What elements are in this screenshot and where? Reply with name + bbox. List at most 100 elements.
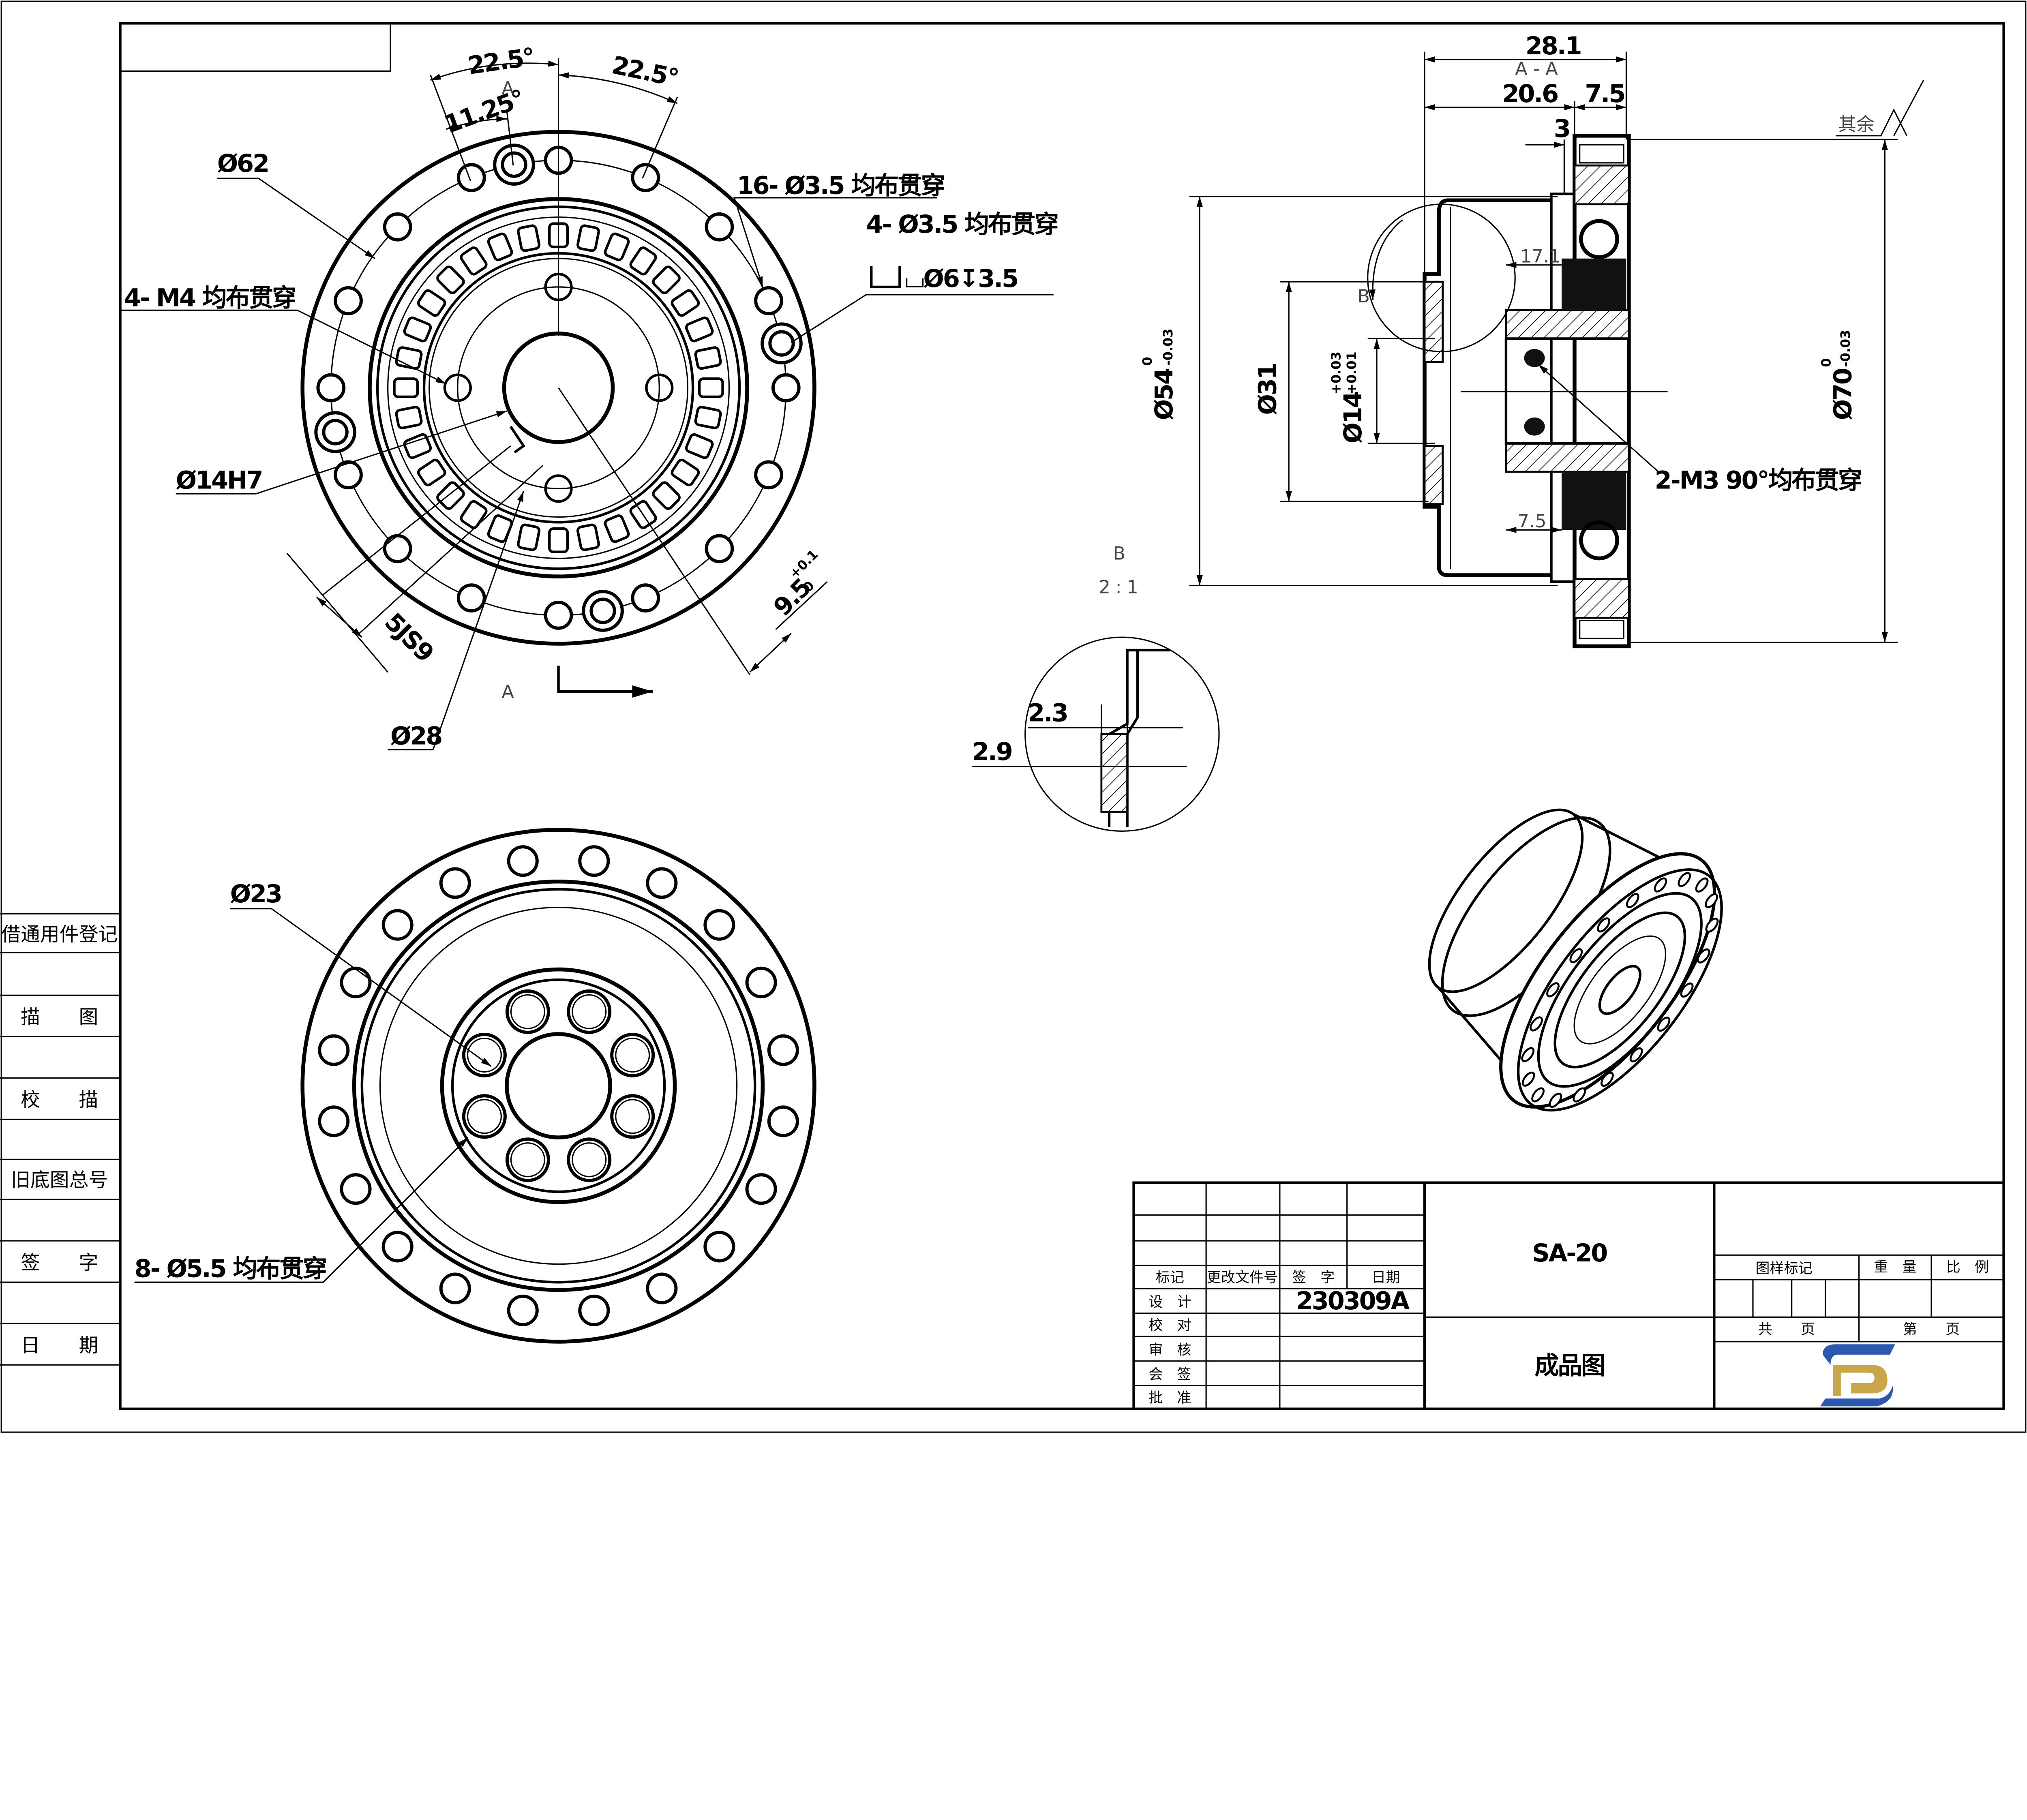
through-hole: [705, 212, 734, 242]
through-hole: [381, 1231, 414, 1263]
bearing-ball: [1579, 219, 1619, 259]
label-approve: 批 准: [1148, 1390, 1191, 1406]
mounting-hole-inner: [615, 1037, 650, 1073]
bearing-roller: [698, 377, 724, 398]
sidebar-check-trace: 校 描: [21, 1089, 98, 1111]
mounting-hole-inner: [510, 994, 545, 1029]
mounting-hole-inner: [467, 1037, 502, 1073]
through-hole: [771, 373, 801, 403]
dia-14-label: Ø14: [1339, 392, 1367, 443]
through-hole: [456, 583, 486, 613]
company-logo: [1820, 1344, 1895, 1407]
label-countersign: 会 签: [1148, 1366, 1191, 1383]
length-3: 3: [1554, 115, 1570, 143]
bearing-roller: [395, 346, 423, 370]
m3-holes-label: 2-M3 90°均布贯穿: [1655, 466, 1861, 495]
back-view: Ø23 8- Ø5.5 均布贯穿: [135, 828, 816, 1344]
m3-hole: [1524, 349, 1545, 367]
through-hole: [318, 1034, 350, 1066]
label-weight: 重 量: [1874, 1259, 1916, 1276]
through-hole: [578, 845, 610, 877]
bearing-roller: [685, 433, 714, 459]
part-number: SA-20: [1532, 1239, 1607, 1268]
detail-ref-b: B: [1357, 286, 1370, 307]
dia-70-tol-lower: -0.03: [1838, 330, 1853, 367]
top-left-box: [120, 23, 391, 72]
iso-hole: [1549, 1092, 1562, 1108]
angle-11-25: 11.25°: [441, 84, 527, 139]
dia-62-label: Ø62: [217, 150, 268, 178]
through-hole: [578, 1294, 610, 1326]
through-hole: [754, 286, 783, 315]
iso-hole: [1569, 948, 1583, 964]
iso-hole: [1531, 1087, 1545, 1103]
through-hole: [340, 966, 372, 998]
dia-23-label: Ø23: [230, 880, 281, 908]
label-scale: 比 例: [1946, 1259, 1989, 1276]
iso-hole: [1678, 872, 1691, 887]
through-hole: [316, 373, 346, 403]
sidebar-signature: 签 字: [21, 1252, 98, 1274]
through-hole: [334, 460, 363, 490]
iso-hole: [1629, 1047, 1643, 1062]
sidebar-borrow-register: 借通用件登记: [1, 923, 118, 946]
through-hole: [646, 867, 678, 899]
dia-54-tol-lower: -0.03: [1160, 329, 1176, 366]
bearing-roller: [671, 458, 700, 486]
drawing-sheet: 借通用件登记 描 图 校 描 旧底图总号 签 字 日 期 22.5° 22.: [0, 0, 2027, 1433]
title-block: 标记 更改文件号 签 字 日期 设 计 230309A 校 对 审 核 会 签 …: [1132, 1181, 2005, 1410]
m4-hole: [443, 373, 472, 402]
iso-hole: [1597, 917, 1610, 933]
header-mark: 标记: [1156, 1269, 1184, 1286]
holes-4-label: 4- Ø3.5 均布贯穿: [866, 210, 1057, 239]
bearing-roller: [393, 377, 419, 398]
bearing-roller: [403, 316, 432, 343]
through-hole: [631, 163, 660, 193]
label-design: 设 计: [1148, 1294, 1191, 1310]
detail-view-b: B 2:1 2.3 2.9: [972, 543, 1220, 832]
dia-70-label: Ø70: [1829, 368, 1857, 420]
bearing-roller: [460, 500, 488, 529]
dia-28-label: Ø28: [390, 722, 441, 751]
through-hole: [767, 1105, 799, 1137]
through-hole: [745, 966, 777, 998]
mounting-hole-inner: [467, 1099, 502, 1134]
through-hole: [754, 460, 783, 490]
bearing-roller: [694, 346, 722, 370]
bearing-roller: [652, 481, 681, 510]
length-7-5-inner: 7.5: [1518, 511, 1547, 532]
bearing-roller: [487, 232, 513, 261]
iso-hole: [1695, 877, 1709, 893]
length-7-5: 7.5: [1585, 80, 1624, 108]
label-total-pages: 共 页: [1758, 1321, 1815, 1338]
length-20-6: 20.6: [1502, 80, 1558, 108]
surface-finish-note: 其余: [1838, 114, 1874, 135]
header-change-doc: 更改文件号: [1207, 1269, 1278, 1286]
through-hole: [544, 600, 573, 630]
bearing-roller: [604, 232, 630, 261]
dia-54-label: Ø54: [1150, 368, 1178, 420]
bearing-roller: [694, 406, 722, 430]
angle-22-5-right: 22.5°: [609, 51, 680, 93]
counterbore-hole-inner: [589, 597, 616, 624]
mounting-hole-inner: [572, 994, 607, 1029]
drawing-frame: [119, 22, 2005, 1410]
sheet-edge: [0, 0, 2027, 1433]
dia-70-tol-upper: 0: [1818, 358, 1834, 367]
iso-hole: [1654, 877, 1667, 893]
iso-hole: [1521, 1047, 1535, 1062]
dia-54-tol-upper: 0: [1140, 357, 1155, 366]
bearing-roller: [417, 289, 446, 317]
through-hole: [383, 212, 412, 242]
bearing-roller: [548, 527, 569, 553]
label-page-no: 第 页: [1903, 1321, 1960, 1338]
length-17-1: 17.1: [1520, 246, 1560, 267]
through-hole: [507, 1294, 539, 1326]
keyway-width-label: 5JS9: [379, 608, 439, 667]
counterbore-hole-inner: [501, 151, 527, 178]
label-review: 审 核: [1148, 1342, 1191, 1358]
dia-31-label: Ø31: [1253, 364, 1282, 415]
bearing-roller: [460, 246, 488, 276]
isometric-view: [1428, 808, 1723, 1112]
iso-hole: [1601, 1071, 1614, 1087]
